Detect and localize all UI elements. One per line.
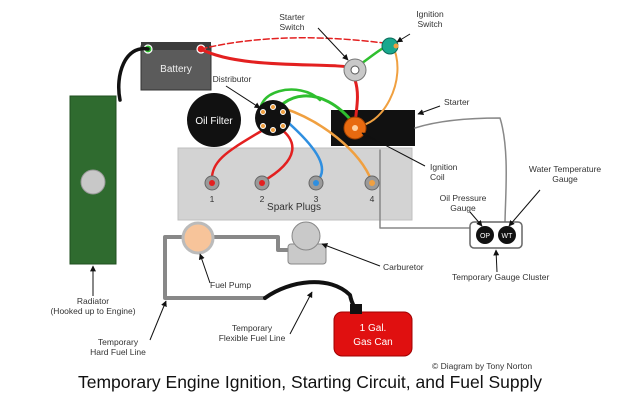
battery-negative-ground-wire: [117, 47, 150, 102]
battery-top: [141, 42, 211, 50]
starter-switch-center: [350, 65, 360, 75]
gas-can-spout: [350, 304, 362, 314]
diagram-credit: © Diagram by Tony Norton: [432, 361, 532, 371]
wt-label: WT: [502, 233, 514, 240]
distributor-terminals: [260, 104, 286, 133]
water-temp-gauge-wire: [379, 149, 471, 229]
radiator-cap: [80, 169, 106, 195]
battery-label: Battery: [160, 64, 192, 75]
temporary-gauge-cluster-label: Temporary Gauge Cluster: [452, 272, 549, 282]
fuel-pump-label: Fuel Pump: [210, 280, 251, 290]
gas-can: [333, 311, 413, 357]
distributor-label: Distributor: [213, 74, 252, 84]
pump-to-carb-line: [203, 235, 292, 252]
carburetor-label: Carburetor: [383, 262, 424, 272]
oil-filter-label: Oil Filter: [195, 116, 233, 127]
ignition-coil-center: [352, 125, 358, 131]
plug-number-4: 4: [370, 194, 375, 204]
oil-pressure-gauge-wire: [414, 117, 507, 225]
radiator-label: Radiator(Hooked up to Engine): [50, 296, 135, 316]
battery-positive-wire: [200, 37, 393, 50]
plug-4-wire: [281, 106, 374, 184]
ignition-switch-terminal: [393, 43, 399, 49]
fuel-pump: [181, 221, 215, 255]
water-temperature-gauge: [498, 226, 516, 244]
spark-plugs: [204, 175, 380, 191]
carburetor: [291, 221, 321, 251]
oil-pressure-gauge: [476, 226, 494, 244]
op-label: OP: [480, 233, 490, 240]
callout-arrows: [90, 27, 541, 341]
gas-can-line-2: Gas Can: [353, 337, 392, 348]
starter-label: Starter: [444, 97, 470, 107]
gas-can-line-1: 1 Gal.: [360, 323, 387, 334]
flexible-fuel-line: [263, 280, 362, 316]
oil-filter: [187, 93, 241, 147]
hard-fuel-line: [163, 235, 267, 300]
battery-starter-cable: [199, 47, 357, 70]
diagram-caption: Temporary Engine Ignition, Starting Circ…: [78, 372, 542, 392]
plug-number-1: 1: [210, 194, 215, 204]
spark-plugs-label: Spark Plugs: [267, 202, 321, 213]
plug-number-2: 2: [260, 194, 265, 204]
plug-number-3: 3: [314, 194, 319, 204]
